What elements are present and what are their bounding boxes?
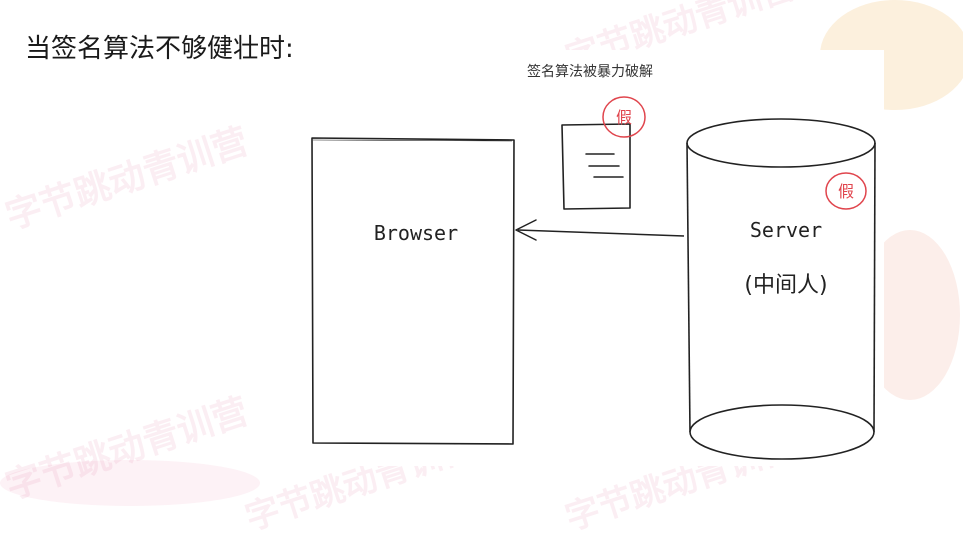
server-label: Server	[750, 218, 822, 242]
browser-label: Browser	[374, 221, 458, 245]
arrow-server-to-browser	[515, 219, 685, 241]
watermark: 字节跳动青训营	[0, 120, 254, 238]
slide-title: 当签名算法不够健壮时:	[25, 34, 294, 64]
diagram-caption: 签名算法被暴力破解	[527, 64, 653, 80]
fake-stamp-document: 假	[602, 96, 646, 138]
fake-stamp-document-text: 假	[616, 108, 632, 127]
background-blob	[0, 460, 260, 506]
diagram-panel: Browser 假 Server (中间人)	[296, 50, 884, 466]
document-icon	[561, 123, 631, 210]
fake-stamp-server: 假	[825, 172, 867, 210]
server-cylinder	[686, 118, 876, 460]
watermark: 字节跳动青训营	[0, 390, 254, 508]
browser-box	[311, 137, 515, 445]
server-sublabel: (中间人)	[744, 273, 827, 298]
diagram-canvas: Browser 假 Server (中间人)	[311, 96, 876, 460]
fake-stamp-server-text: 假	[838, 182, 854, 201]
